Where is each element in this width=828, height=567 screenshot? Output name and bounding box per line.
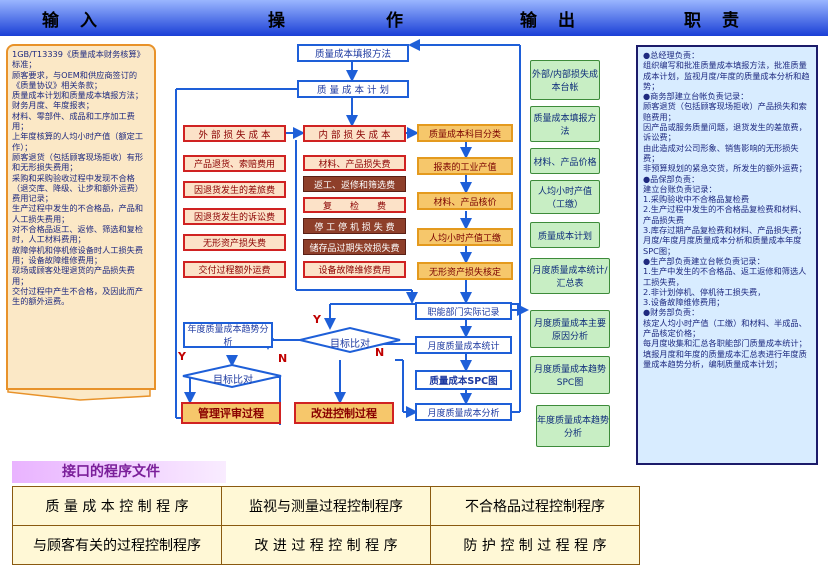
orange-item: 无形资产损失核定 [417, 262, 513, 280]
output-doc: 月度质量成本趋势SPC图 [530, 356, 610, 394]
header-output: 输 出 [520, 11, 577, 31]
collect-box: 职能部门实际记录 [415, 302, 512, 320]
output-doc: 材料、产品价格 [530, 148, 600, 174]
decision-diamond-1 [182, 363, 282, 389]
output-doc: 人均小时产值（工缴） [530, 180, 600, 214]
output-doc: 年度质量成本趋势分析 [536, 405, 610, 447]
input-document-text: 1GB/T13339《质量成本财务核算》标准； 顾客要求，与OEM和供应商签订的… [12, 49, 145, 307]
interface-cell: 质 量 成 本 控 制 程 序 [12, 486, 222, 526]
yearly-trend-box: 年度质量成本趋势分析 [183, 322, 273, 348]
int-item: 返工、返修和筛选费 [303, 176, 406, 192]
interface-cell: 防 护 控 制 过 程 程 序 [430, 525, 640, 565]
orange-item: 质量成本科目分类 [417, 124, 513, 142]
external-loss-box: 外 部 损 失 成 本 [183, 125, 286, 142]
header-duty: 职 责 [684, 11, 741, 31]
output-doc: 月度质量成本主要原因分析 [530, 310, 610, 348]
int-item: 停 工 停 机 损 失 费 [303, 218, 406, 234]
header-input: 输 入 [42, 11, 99, 31]
monthly-stat-box: 月度质量成本统计 [415, 336, 512, 354]
output-doc: 质量成本计划 [530, 222, 600, 248]
plan-box: 质 量 成 本 计 划 [297, 80, 409, 98]
internal-loss-box: 内 部 损 失 成 本 [303, 125, 406, 142]
no-label-2: N [375, 346, 385, 359]
int-item: 设备故障维修费用 [303, 261, 406, 278]
int-item: 复 检 费 [303, 197, 406, 213]
ext-item: 产品退货、索赔费用 [183, 155, 286, 172]
responsibility-text: ●总经理负责： 组织编写和批准质量成本填报方法，批准质量成本计划，监视月度/年度… [643, 50, 810, 369]
orange-item: 材料、产品核价 [417, 192, 513, 210]
interface-cell: 改 进 过 程 控 制 程 序 [221, 525, 431, 565]
fill-method-box: 质量成本填报方法 [297, 44, 409, 62]
orange-item: 人均小时产值工缴 [417, 228, 513, 246]
ext-item: 因退货发生的差旅费 [183, 181, 286, 198]
responsibility-panel: ●总经理负责： 组织编写和批准质量成本填报方法，批准质量成本计划，监视月度/年度… [636, 45, 818, 465]
review-box: 管理评审过程 [181, 402, 281, 424]
header-bar: 输 入 操 作 输 出 职 责 [0, 0, 828, 36]
target-compare-1: 目标比对 [213, 375, 253, 386]
spc-box: 质量成本SPC图 [415, 370, 512, 390]
int-item: 材料、产品损失费 [303, 155, 406, 171]
improve-box: 改进控制过程 [294, 402, 394, 424]
output-doc: 外部/内部损失成本台帐 [530, 60, 600, 100]
output-doc: 月度质量成本统计/汇总表 [530, 258, 610, 294]
ext-item: 无形资产损失费 [183, 234, 286, 251]
output-doc: 质量成本填报方法 [530, 106, 600, 142]
monthly-analysis-box: 月度质量成本分析 [415, 403, 512, 421]
yes-label-2: Y [313, 313, 321, 326]
ext-item: 交付过程额外运费 [183, 261, 286, 278]
input-document: 1GB/T13339《质量成本财务核算》标准； 顾客要求，与OEM和供应商签订的… [6, 44, 156, 390]
int-item: 储存品过期失效损失费 [303, 239, 406, 255]
ext-item: 因退货发生的诉讼费 [183, 208, 286, 225]
no-label-1: N [278, 352, 288, 365]
header-operation: 操 [268, 11, 287, 31]
interface-cell: 与顾客有关的过程控制程序 [12, 525, 222, 565]
header-operation-2: 作 [386, 11, 405, 31]
interface-title: 接口的程序文件 [12, 461, 226, 483]
target-compare-2: 目标比对 [330, 339, 370, 350]
decision-diamond-2 [299, 326, 401, 354]
interface-table: 质 量 成 本 控 制 程 序 监视与测量过程控制程序 不合格品过程控制程序 与… [12, 486, 640, 565]
yes-label-1: Y [178, 350, 186, 363]
orange-item: 报表的工业产值 [417, 157, 513, 175]
interface-cell: 不合格品过程控制程序 [430, 486, 640, 526]
interface-cell: 监视与测量过程控制程序 [221, 486, 431, 526]
